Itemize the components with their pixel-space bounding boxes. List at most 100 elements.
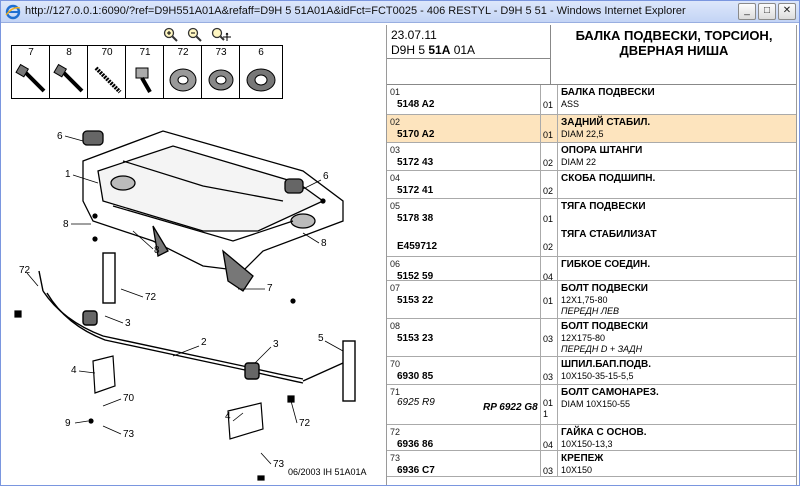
position-number: 08	[390, 321, 401, 331]
part-number: 7	[28, 47, 34, 58]
position-number: 03	[390, 145, 401, 155]
part-note: ПЕРЕДН ЛЕВ	[561, 306, 620, 316]
quantity: 04	[543, 272, 554, 282]
column-divider	[540, 257, 541, 280]
part-number: 70	[101, 47, 113, 58]
position-number: 05	[390, 201, 401, 211]
column-divider	[540, 143, 541, 170]
part-cell[interactable]: 72	[164, 46, 202, 98]
zoom-toolbar	[3, 25, 386, 45]
part-name: БОЛТ САМОНАРЕЗ.	[561, 387, 659, 398]
quantity: 01	[543, 100, 554, 110]
page-title: БАЛКА ПОДВЕСКИ, ТОРСИОН, ДВЕРНАЯ НИША	[551, 25, 796, 85]
part-name: ШПИЛ.БАП.ПОДВ.	[561, 359, 652, 370]
quantity: 02	[543, 242, 554, 252]
quantity: 01	[543, 398, 554, 408]
zoom-pan-icon[interactable]	[211, 27, 231, 43]
callout: 4	[71, 365, 77, 376]
header-info: 23.07.11 D9H 5 51A 01A	[387, 25, 551, 59]
quantity: 03	[543, 334, 554, 344]
part-spec: 10X150-35-15-5,5	[561, 371, 634, 381]
part-reference: E459712	[397, 241, 438, 252]
callout: 72	[145, 292, 157, 303]
part-spec: ASS	[561, 99, 580, 109]
column-divider	[557, 85, 558, 114]
quantity: 01	[543, 214, 554, 224]
part-cell[interactable]: 71	[126, 46, 164, 98]
part-reference: 5172 43	[397, 157, 434, 168]
position-number: 07	[390, 283, 401, 293]
part-spec: DIAM 10X150-55	[561, 399, 631, 409]
position-number: 06	[390, 259, 401, 269]
zoom-out-icon[interactable]	[187, 27, 203, 43]
page-content: 7 8 70	[3, 25, 797, 485]
position-number: 04	[390, 173, 401, 183]
header-date: 23.07.11	[391, 28, 437, 42]
minimize-button[interactable]: _	[738, 3, 756, 20]
bolt-icon	[53, 63, 84, 93]
part-name: ГИБКОЕ СОЕДИН.	[561, 259, 651, 270]
diagram-pane: 7 8 70	[3, 25, 387, 485]
column-divider	[557, 143, 558, 170]
callout: 4	[225, 411, 231, 422]
callout: 72	[299, 418, 311, 429]
part-spec: 10X150	[561, 465, 593, 475]
nut-icon	[208, 69, 234, 91]
part-reference: 6936 86	[397, 439, 434, 450]
quantity: 01	[543, 296, 554, 306]
callout: 3	[273, 339, 279, 350]
column-divider	[557, 451, 558, 476]
part-cell[interactable]: 7	[12, 46, 50, 98]
position-number: 70	[390, 359, 401, 369]
part-reference: 5153 22	[397, 295, 434, 306]
maximize-button[interactable]: □	[758, 3, 776, 20]
leader-lines	[26, 135, 344, 465]
close-button[interactable]: ✕	[778, 3, 796, 20]
quantity: 1	[543, 409, 549, 419]
part-number: 73	[215, 47, 227, 58]
flange-nut-icon	[169, 68, 197, 92]
callout: 8	[63, 219, 69, 230]
part-spec: 12X175-80	[561, 333, 606, 343]
part-cell[interactable]: 73	[202, 46, 240, 98]
position-number: 71	[390, 387, 401, 397]
callout: 8	[321, 238, 327, 249]
table-row[interactable]: 70 6930 85 03 ШПИЛ.БАП.ПОДВ.10X150-35-15-5,…	[387, 357, 796, 385]
quantity: 03	[543, 372, 554, 382]
part-name: ГАЙКА С ОСНОВ.	[561, 427, 647, 438]
column-divider	[557, 319, 558, 356]
column-divider	[557, 425, 558, 450]
part-spec: DIAM 22,5	[561, 129, 604, 139]
part-reference: 6930 85	[397, 371, 434, 382]
callout: 6	[323, 171, 329, 182]
zoom-in-icon[interactable]	[163, 27, 179, 43]
position-number: 02	[390, 117, 401, 127]
suspension-diagram: 6 1 6 8 8 8 72 72 3 7 2 3 5 4 70 9 73	[14, 130, 356, 481]
part-reference: 5148 A2	[397, 99, 435, 110]
part-name: СКОБА ПОДШИПН.	[561, 173, 656, 184]
part-cell[interactable]: 70	[88, 46, 126, 98]
parts-list-pane: 23.07.11 D9H 5 51A 01A БАЛКА ПОДВЕСКИ, Т…	[387, 25, 797, 485]
column-divider	[557, 385, 558, 424]
part-cell[interactable]: 6	[240, 46, 282, 98]
column-divider	[540, 319, 541, 356]
part-number: 72	[177, 47, 189, 58]
washer-icon	[246, 68, 276, 92]
part-cell[interactable]: 8	[50, 46, 88, 98]
column-divider	[540, 281, 541, 318]
column-divider	[557, 281, 558, 318]
stud-icon	[94, 66, 122, 94]
column-divider	[540, 199, 541, 256]
title-bar: http://127.0.0.1:6090/?ref=D9H551A01A&re…	[1, 1, 799, 23]
